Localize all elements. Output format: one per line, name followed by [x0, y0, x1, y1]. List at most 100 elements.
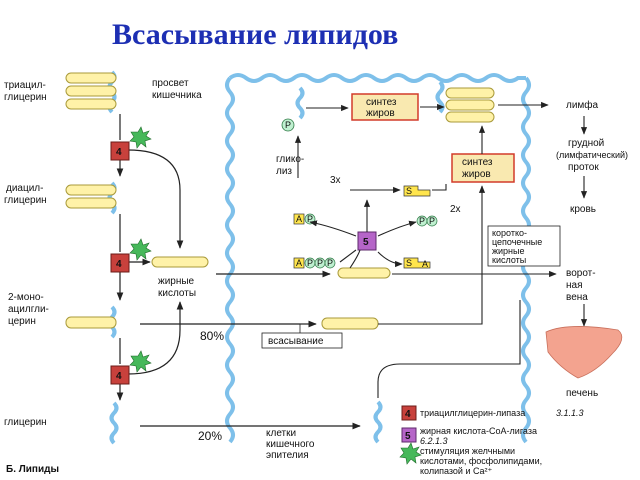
fatty-acids-label-1: жирные — [158, 276, 195, 287]
svg-text:синтез: синтез — [462, 157, 493, 168]
svg-text:жирные: жирные — [492, 246, 525, 256]
phosphate-glycolysis: P — [281, 118, 295, 132]
resynthesized-tag-droplet-2 — [445, 99, 495, 111]
fat-synthesis-box-right: синтез жиров — [451, 153, 515, 183]
atp-group: A P P P — [293, 257, 336, 269]
short-chain-fatty-acids-box: коротко- цепочечные жирные кислоты — [487, 225, 561, 267]
left-column-arrows — [116, 114, 361, 430]
thoracic-duct-label-3: проток — [568, 162, 599, 173]
diacylglycerol-droplet-1 — [65, 184, 117, 196]
legend-item4-code: 3.1.1.3 — [556, 408, 584, 418]
svg-text:4: 4 — [405, 409, 411, 420]
portal-vein-label-2: ная — [566, 280, 583, 291]
svg-text:5: 5 — [363, 237, 369, 248]
lymph-label: лимфа — [566, 99, 599, 111]
glycolysis-label-1: глико- — [276, 154, 304, 165]
legend-starburst-icon — [399, 442, 422, 465]
svg-text:жиров: жиров — [462, 169, 491, 180]
villi-top-edge — [228, 73, 526, 83]
percent-20-label: 20% — [198, 429, 222, 443]
liver-label: печень — [566, 388, 598, 399]
stimulation-starburst-icon-2 — [129, 238, 152, 261]
svg-text:S: S — [406, 258, 412, 268]
monoacylglycerol-label-3: церин — [8, 316, 36, 327]
svg-text:4: 4 — [116, 147, 122, 158]
resynthesized-tag-droplet-1 — [445, 87, 495, 99]
legend-stim-line2: кислотами, фосфолипидами, — [420, 456, 542, 466]
enzyme-4-triacylglycerol-lipase-3: 4 — [110, 365, 130, 385]
diacylglycerol-droplet-2 — [65, 197, 117, 209]
blood-label: кровь — [570, 204, 596, 215]
triacylglycerol-droplet-2 — [65, 85, 117, 97]
svg-text:цепочечные: цепочечные — [492, 237, 542, 247]
diacylglycerol-label-2: глицерин — [4, 195, 47, 206]
percent-80-label: 80% — [200, 329, 224, 343]
fat-synthesis-box-top: синтез жиров — [351, 93, 419, 121]
legend-item5-name: жирная кислота-CoA-лигаза — [420, 426, 537, 436]
enzyme-4-triacylglycerol-lipase-2: 4 — [110, 253, 130, 273]
svg-text:P: P — [327, 258, 333, 268]
svg-text:4: 4 — [116, 371, 122, 382]
svg-text:P: P — [429, 216, 435, 226]
triacylglycerol-droplet-3 — [65, 98, 117, 110]
liver-icon — [545, 326, 623, 379]
stimulation-starburst-icon-1 — [129, 126, 152, 149]
triacylglycerol-droplet-1 — [65, 72, 117, 84]
cell-arrows — [294, 101, 557, 398]
svg-text:жиров: жиров — [366, 108, 395, 119]
monoacylglycerol-droplet — [65, 316, 117, 329]
glycerol-label: глицерин — [4, 417, 47, 428]
legend-swatch-5 — [401, 427, 417, 443]
svg-text:A: A — [296, 214, 302, 224]
acyl-coa-icon-1: S — [403, 185, 431, 197]
epithelium-label-3: эпителия — [266, 450, 309, 461]
svg-text:A: A — [422, 259, 428, 269]
svg-text:кислоты: кислоты — [492, 255, 526, 265]
portal-vein-label-1: ворот- — [566, 268, 596, 279]
monoacylglycerol-label-2: ацилгли- — [8, 304, 49, 315]
page-title: Всасывание липидов — [112, 18, 399, 51]
thoracic-duct-label-1: грудной — [568, 138, 604, 149]
fatty-acid-droplet-cell — [337, 267, 391, 279]
times-2-label: 2x — [450, 204, 461, 215]
enzyme-4-triacylglycerol-lipase-1: 4 — [110, 141, 130, 161]
legend-swatch-4 — [401, 405, 417, 421]
legend-item5-code: 6.2.1.3 — [420, 436, 448, 446]
svg-text:P: P — [317, 258, 323, 268]
fatty-acid-droplet-lumen — [151, 256, 209, 268]
svg-text:синтез: синтез — [366, 97, 397, 108]
resynthesized-tag-droplet-3 — [445, 111, 495, 123]
legend-stim-line3: колипазой и Ca²⁺ — [420, 466, 492, 476]
lumen-label-2: кишечника — [152, 90, 202, 101]
lumen-label-1: просвет — [152, 78, 189, 89]
svg-text:коротко-: коротко- — [492, 228, 527, 238]
enzyme-5-acyl-coa-ligase: 5 — [357, 231, 377, 251]
glycolysis-label-2: лиз — [276, 166, 292, 177]
monoacylglycerol-droplet-cell — [321, 317, 379, 330]
svg-text:всасывание: всасывание — [268, 336, 324, 347]
svg-text:S: S — [406, 186, 412, 196]
svg-text:P: P — [419, 216, 425, 226]
coa-sh-group: S A — [403, 257, 431, 269]
thoracic-duct-label-2: (лимфатический) — [556, 150, 628, 160]
stimulation-starburst-icon-3 — [129, 350, 152, 373]
times-3-label: 3x — [330, 175, 341, 186]
svg-text:P: P — [307, 258, 313, 268]
svg-text:5: 5 — [405, 431, 411, 442]
svg-text:P: P — [285, 120, 291, 130]
triacylglycerol-label-1: триацил- — [4, 80, 46, 91]
monoacylglycerol-label-1: 2-моно- — [8, 292, 44, 303]
fatty-acids-label-2: кислоты — [158, 288, 196, 299]
pyrophosphate-group: P P — [416, 215, 438, 227]
epithelium-label-2: кишечного — [266, 439, 315, 450]
figure-label: Б. Липиды — [6, 464, 59, 475]
left-substrates — [65, 70, 119, 445]
svg-text:A: A — [296, 258, 302, 268]
triacylglycerol-label-2: глицерин — [4, 92, 47, 103]
villi-left-wavy-edge — [225, 76, 235, 444]
portal-vein-label-3: вена — [566, 292, 588, 303]
legend-item4-name: триацилглицерин-липаза — [420, 408, 525, 418]
legend: 4 триацилглицерин-липаза 3.1.1.3 5 жирна… — [399, 405, 584, 476]
